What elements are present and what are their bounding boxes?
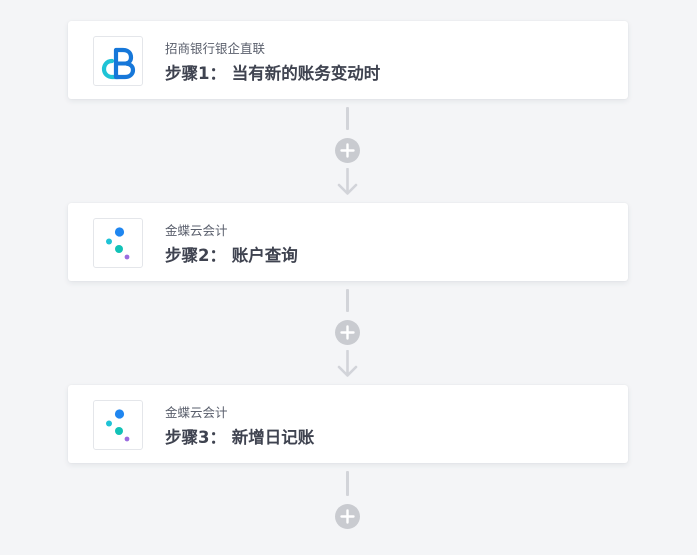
arrow-down-icon: [337, 168, 358, 195]
app-logo-tile: [93, 36, 143, 86]
connector-line: [346, 471, 349, 496]
app-logo-tile: [93, 400, 143, 450]
connector-line: [346, 107, 349, 130]
step-card-3[interactable]: 金蝶云会计 步骤3： 新增日记账: [68, 385, 628, 463]
app-logo-tile: [93, 218, 143, 268]
kingdee-logo-icon: [106, 409, 130, 442]
app-name: 招商银行银企直联: [165, 41, 266, 56]
app-name: 金蝶云会计: [165, 405, 228, 420]
step-title: 步骤2： 账户查询: [165, 246, 298, 265]
plus-icon: [340, 509, 355, 524]
arrow-down-icon: [337, 350, 358, 377]
step-title: 步骤1： 当有新的账务变动时: [165, 64, 381, 83]
cmb-bank-logo-icon: [101, 47, 136, 80]
plus-icon: [340, 325, 355, 340]
step-card-1[interactable]: 招商银行银企直联 步骤1： 当有新的账务变动时: [68, 21, 628, 99]
add-step-button[interactable]: [335, 320, 360, 345]
step-card-2[interactable]: 金蝶云会计 步骤2： 账户查询: [68, 203, 628, 281]
plus-icon: [340, 143, 355, 158]
add-step-button[interactable]: [335, 138, 360, 163]
add-step-button[interactable]: [335, 504, 360, 529]
step-title: 步骤3： 新增日记账: [165, 428, 315, 447]
connector-line: [346, 289, 349, 312]
app-name: 金蝶云会计: [165, 223, 228, 238]
kingdee-logo-icon: [106, 227, 130, 260]
